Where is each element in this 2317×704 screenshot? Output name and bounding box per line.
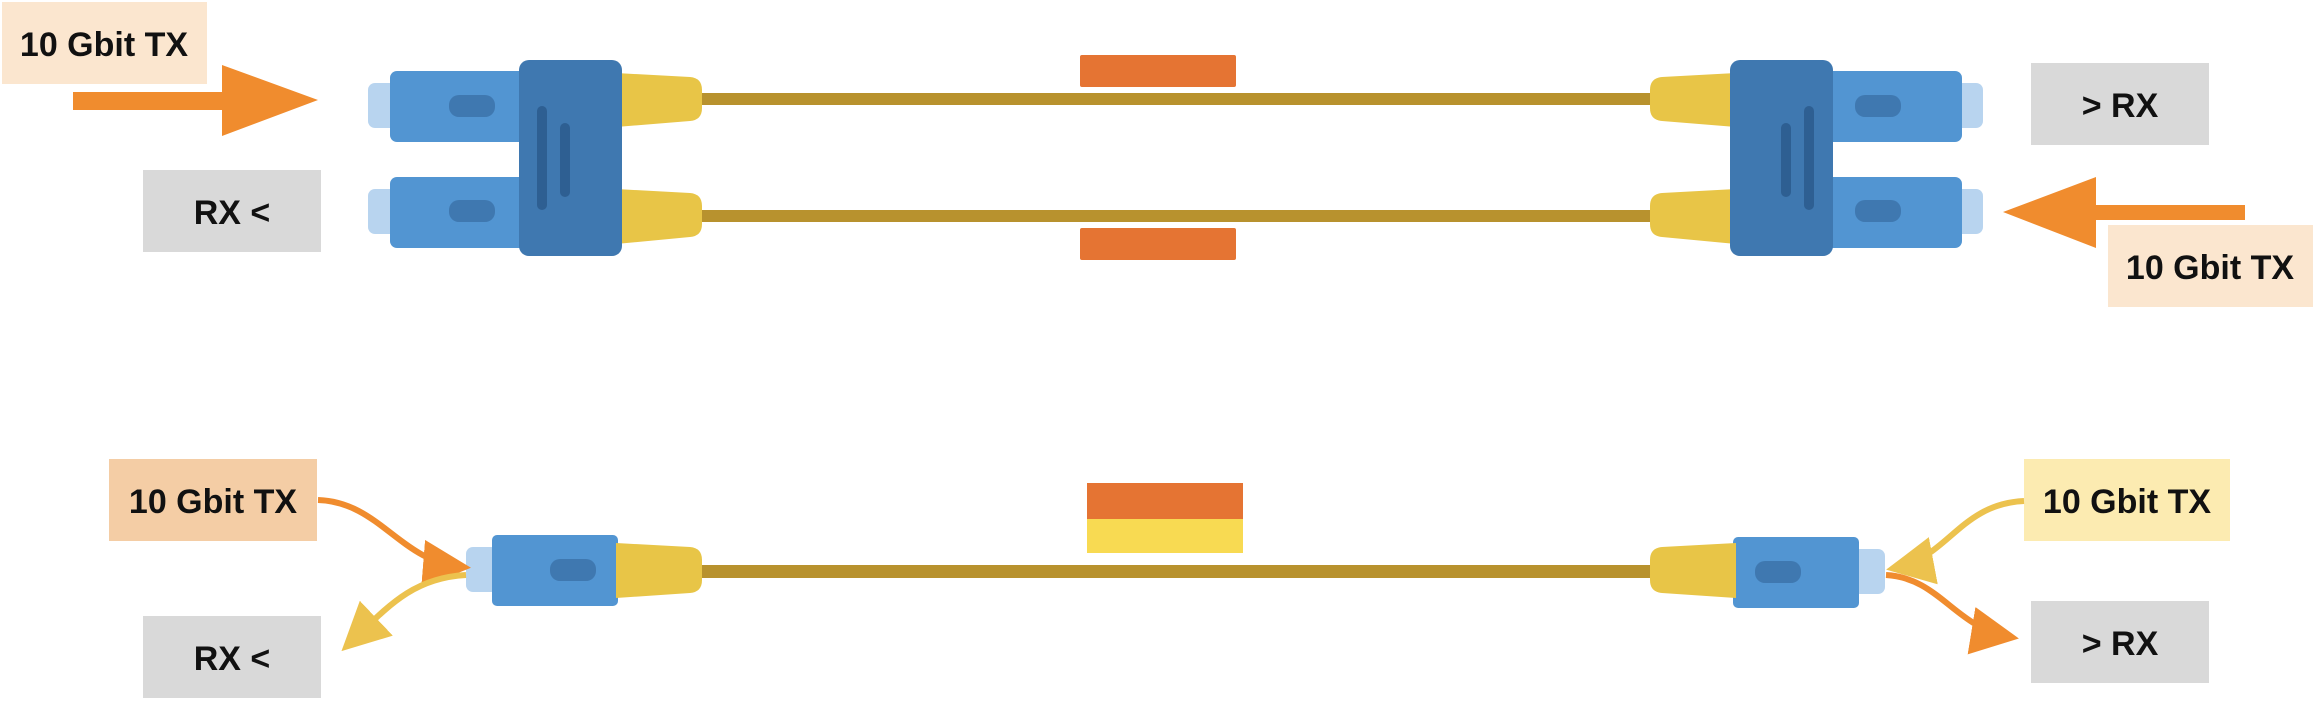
simplex-yellow-marker [1087,519,1243,553]
top-right-tx-label: 10 Gbit TX [2126,249,2294,287]
top-left-rx-label-box [143,170,321,252]
left-simplex-connector [466,535,702,606]
top-left-tx-label: 10 Gbit TX [20,26,188,64]
top-right-tx: 10 Gbit TX [2003,177,2313,307]
left-simplex-boot [616,543,702,598]
right-simplex-connector [1650,537,1885,608]
top-right-rx: > RX [2031,63,2209,145]
bottom-right-rx-label-box [2031,601,2209,683]
right-simplex-ferrule-cap [1853,549,1885,594]
bottom-right-rx-arrow [1885,572,2019,655]
left-simplex-slot [550,559,596,581]
top-left-tx: 10 Gbit TX [2,2,318,136]
top-right-rx-label-box [2031,63,2209,145]
left-simplex-ferrule-cap [466,547,498,592]
top-left-tx-arrow [73,65,318,136]
bottom-right-tx: 10 Gbit TX [1886,459,2230,585]
bottom-left-rx-label: RX < [194,640,271,678]
top-right-tx-arrow [2003,177,2245,248]
left-lower-slot [449,200,495,222]
simplex-bidi-cable: 10 Gbit TX RX < 10 Gbit TX > RX [109,459,2230,698]
top-left-tx-label-box [2,2,207,84]
bottom-right-tx-arrow [1886,498,2025,585]
left-duplex-connector [368,60,702,256]
left-lower-boot [616,189,702,244]
bottom-left-tx-label: 10 Gbit TX [129,483,297,521]
right-lower-slot [1855,200,1901,222]
right-clip-ridge-1 [1804,106,1814,210]
simplex-fiber [690,565,1655,578]
bottom-left-tx-label-box [109,459,317,541]
bottom-left-rx-arrow [341,572,467,652]
right-duplex-connector [1650,60,1983,256]
right-upper-slot [1855,95,1901,117]
left-duplex-clip [519,60,622,256]
left-upper-slot [449,95,495,117]
right-simplex-boot [1650,543,1736,598]
top-right-tx-label-box [2108,225,2313,307]
simplex-orange-marker [1087,483,1243,519]
left-upper-boot [616,73,702,127]
lower-fiber [690,210,1655,222]
bottom-right-tx-label: 10 Gbit TX [2043,483,2211,521]
upper-fiber [690,93,1655,105]
bottom-left-tx-arrow [317,497,471,588]
lower-fiber-orange-marker [1080,228,1236,260]
top-left-rx: RX < [143,170,321,252]
right-clip-ridge-2 [1781,123,1791,197]
bottom-right-rx-label: > RX [2082,625,2159,663]
top-left-rx-label: RX < [194,194,271,232]
bottom-right-rx: > RX [1885,572,2209,683]
right-simplex-slot [1755,561,1801,583]
bottom-left-rx-label-box [143,616,321,698]
bottom-right-tx-label-box [2024,459,2230,541]
right-upper-boot [1650,73,1736,127]
left-clip-ridge-2 [560,123,570,197]
right-lower-boot [1650,189,1736,244]
left-clip-ridge-1 [537,106,547,210]
bottom-left-rx: RX < [143,572,467,698]
bottom-left-tx: 10 Gbit TX [109,459,471,588]
duplex-cable: 10 Gbit TX RX < > RX 10 Gbit TX [2,2,2313,307]
upper-fiber-orange-marker [1080,55,1236,87]
top-right-rx-label: > RX [2082,87,2159,125]
